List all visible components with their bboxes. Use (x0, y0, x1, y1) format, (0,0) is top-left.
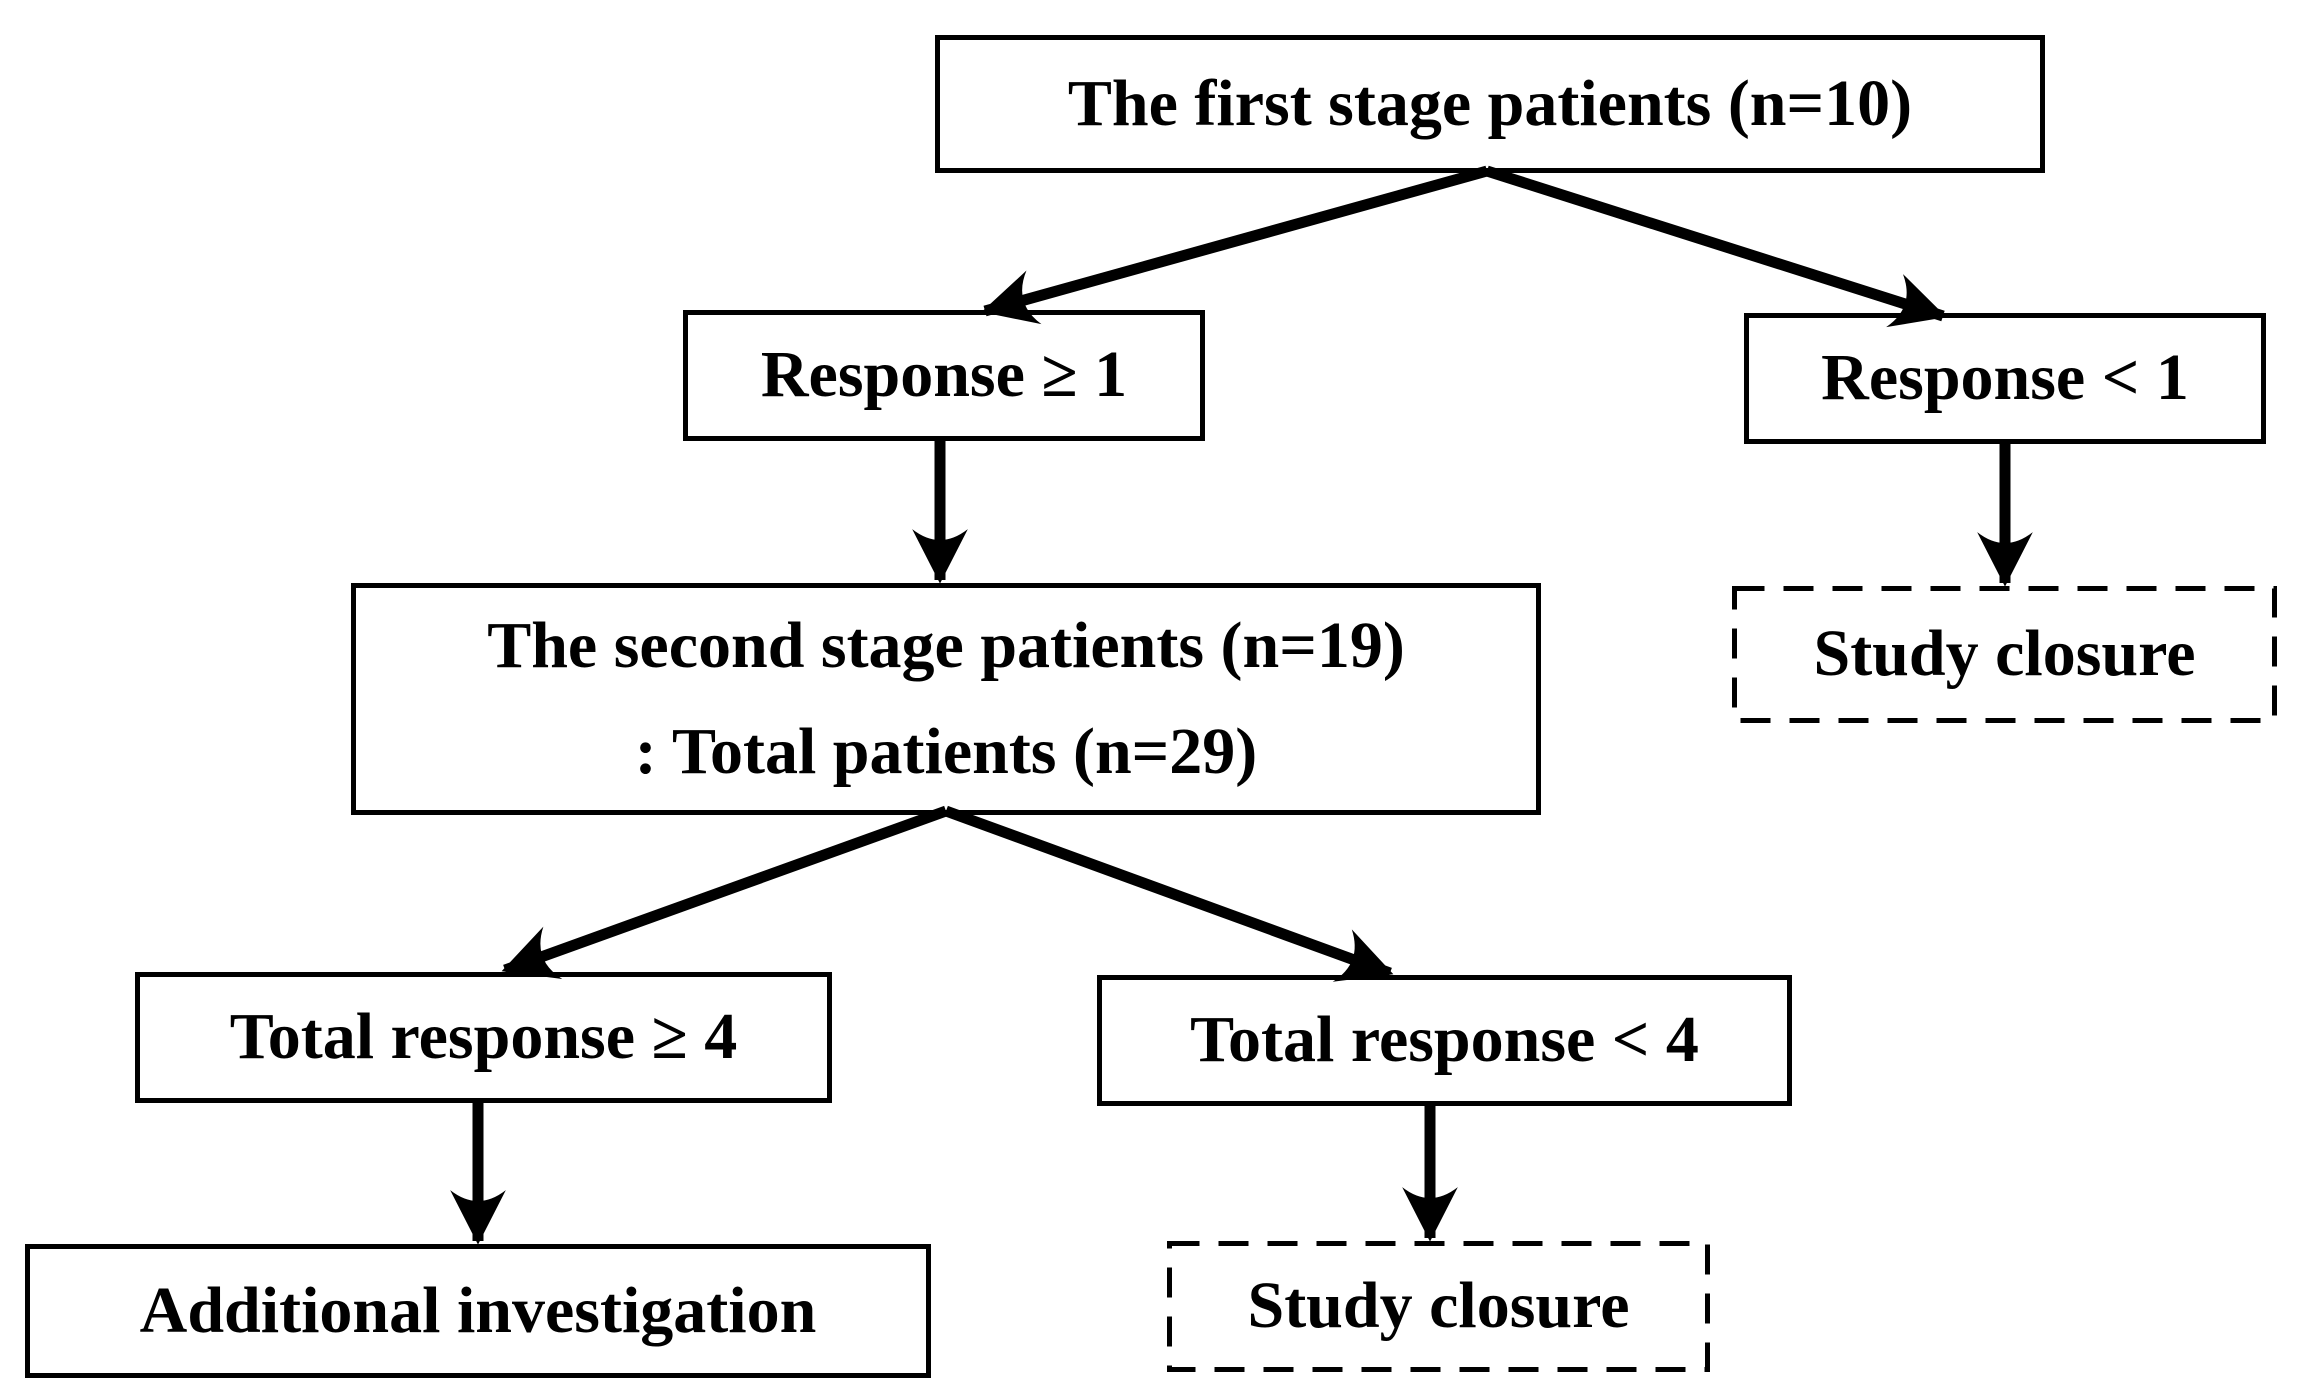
node-total-response-ge-4: Total response ≥ 4 (135, 972, 832, 1103)
node-label-line2: : Total patients (n=29) (634, 715, 1258, 788)
edge-first-stage-to-response-lt1 (1485, 165, 1947, 328)
node-label: Study closure (1247, 1269, 1630, 1343)
node-total-response-lt-4: Total response < 4 (1097, 975, 1792, 1106)
node-label: Study closure (1813, 617, 2196, 691)
node-label: Total response ≥ 4 (229, 1000, 738, 1074)
node-label: Additional investigation (139, 1273, 817, 1347)
node-second-stage-patients: The second stage patients (n=19) : Total… (351, 583, 1541, 815)
edge-second-stage-to-total-ge4 (501, 805, 948, 979)
node-label-line1: The second stage patients (n=19) (487, 609, 1405, 683)
node-label: Response ≥ 1 (760, 338, 1128, 412)
node-label: Total response < 4 (1190, 1003, 1699, 1077)
node-response-lt-1: Response < 1 (1744, 313, 2266, 444)
node-first-stage-patients: The first stage patients (n=10) (935, 35, 2045, 173)
edge-first-stage-to-response-ge1 (981, 165, 1489, 325)
edge-second-stage-to-total-lt4 (944, 805, 1394, 982)
node-label: Response < 1 (1821, 341, 2189, 415)
node-study-closure-second-stage: Study closure (1167, 1241, 1710, 1372)
node-study-closure-first-stage: Study closure (1732, 586, 2277, 723)
node-response-ge-1: Response ≥ 1 (683, 310, 1205, 441)
node-additional-investigation: Additional investigation (25, 1244, 931, 1378)
node-label: The first stage patients (n=10) (1067, 66, 1913, 140)
